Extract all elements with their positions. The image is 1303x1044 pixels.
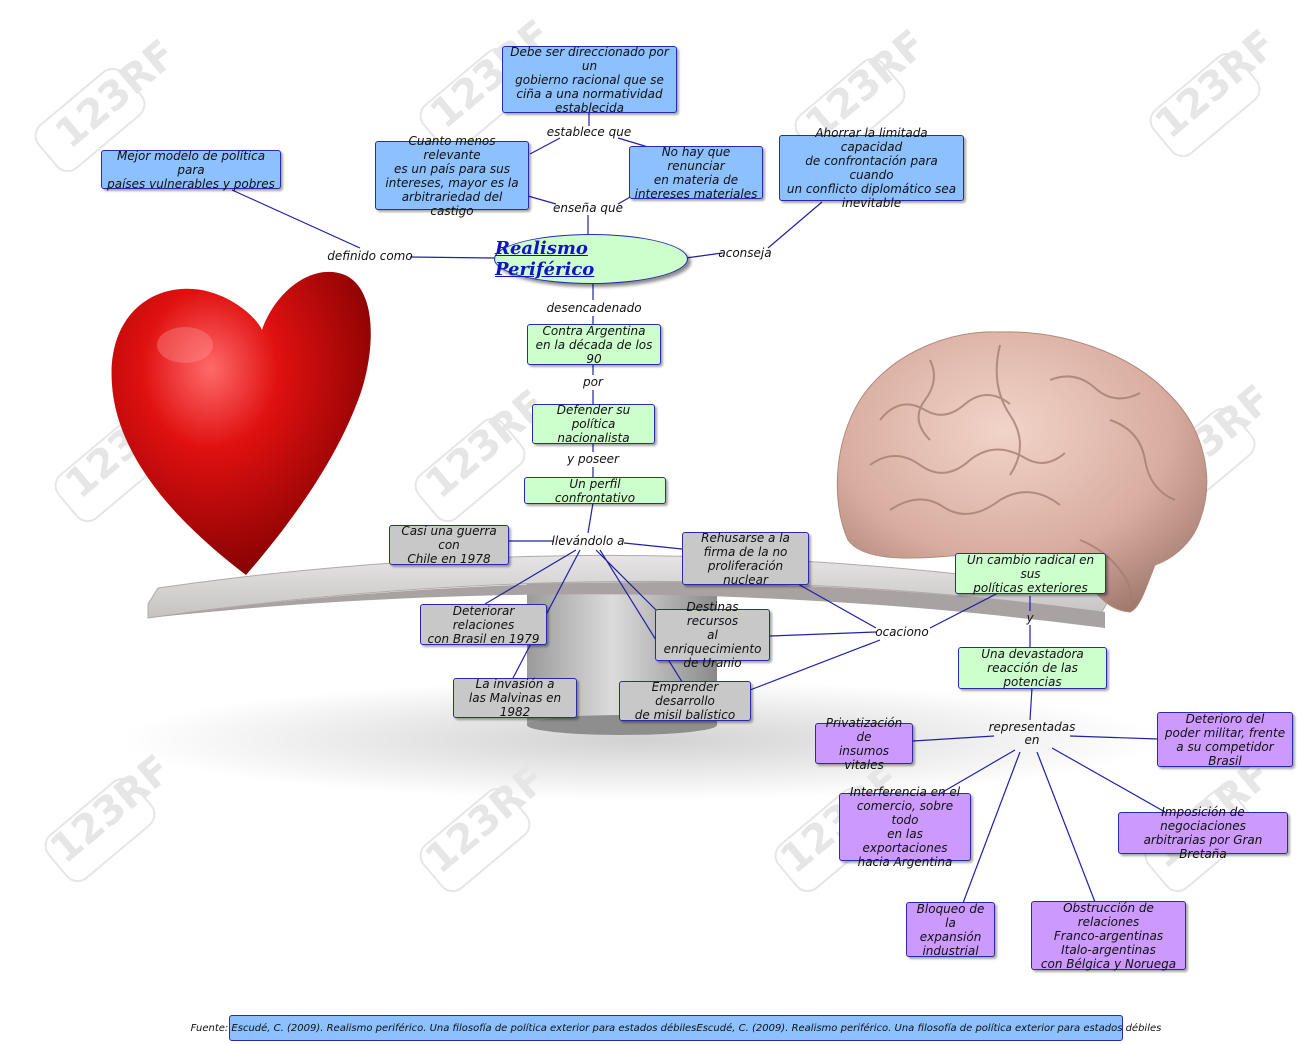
node-defender-politica: Defender su política nacionalista <box>532 403 655 445</box>
brain-illustration <box>836 331 1208 613</box>
node-rehusarse-proliferacion: Rehusarse a la firma de la no proliferac… <box>682 531 809 587</box>
source-citation: Fuente: Escudé, C. (2009). Realismo peri… <box>191 1015 1161 1041</box>
node-pais-relevante: Cuanto menos relevante es un país para s… <box>375 134 529 218</box>
watermark-text: 123RF <box>1147 21 1285 147</box>
connector-lines <box>231 112 1166 904</box>
node-reaccion-potencias: Una devastadora reacción de las potencia… <box>958 647 1107 689</box>
node-gobierno-racional: Debe ser direccionado por un gobierno ra… <box>502 45 677 115</box>
node-no-renunciar: No hay que renunciar en materia de inter… <box>629 145 763 201</box>
node-ahorrar-confrontacion: Ahorrar la limitada capacidad de confron… <box>779 126 964 210</box>
node-relaciones-brasil: Deteriorar relaciones con Brasil en 1979 <box>420 604 547 646</box>
link-ocaciono: ocaciono <box>875 625 929 639</box>
central-node[interactable]: Realismo Periférico <box>494 234 688 284</box>
link-llevandolo-a: llevándolo a <box>551 534 625 548</box>
link-desencadenado: desencadenado <box>546 301 642 315</box>
ground-shadow <box>120 680 1160 800</box>
node-invasion-malvinas: La invasión a las Malvinas en 1982 <box>453 677 577 719</box>
node-contra-argentina: Contra Argentina en la década de los 90 <box>527 324 661 366</box>
watermark-text: 123RF <box>42 746 180 872</box>
link-definido-como: definido como <box>327 249 413 263</box>
node-guerra-chile: Casi una guerra con Chile en 1978 <box>389 524 509 566</box>
node-cambio-radical: Un cambio radical en sus políticas exter… <box>955 553 1106 595</box>
watermark-text: 123RF <box>47 31 185 157</box>
node-enriquecimiento-uranio: Destinas recursos al enriquecimiento de … <box>655 600 770 670</box>
node-privatizacion: Privatización de insumos vitales <box>815 716 913 772</box>
node-obstruccion-relaciones: Obstrucción de relaciones Franco-argenti… <box>1031 901 1186 971</box>
node-interferencia-comercio: Interferencia en el comercio, sobre todo… <box>839 785 971 869</box>
link-ensena-que: enseña que <box>552 201 623 215</box>
node-deterioro-militar: Deterioro del poder militar, frente a su… <box>1157 712 1293 768</box>
central-title[interactable]: Realismo Periférico <box>495 238 595 280</box>
heart-illustration <box>111 271 371 575</box>
link-representadas-en: representadas en <box>988 720 1076 747</box>
link-establece-que: establece que <box>546 125 632 139</box>
node-bloqueo-industrial: Bloqueo de la expansión industrial <box>906 902 995 958</box>
link-por: por <box>583 375 603 389</box>
link-aconseja: aconseja <box>718 246 772 260</box>
link-y-poseer: y poseer <box>567 452 619 466</box>
node-perfil-confrontativo: Un perfil confrontativo <box>524 477 666 505</box>
link-y: y <box>1026 611 1034 625</box>
node-mejor-modelo: Mejor modelo de política para países vul… <box>101 149 281 191</box>
node-imposicion-negociaciones: Imposición de negociaciones arbitrarias … <box>1118 805 1288 861</box>
node-misil-balistico: Emprender desarrollo de misil balístico <box>619 680 751 722</box>
